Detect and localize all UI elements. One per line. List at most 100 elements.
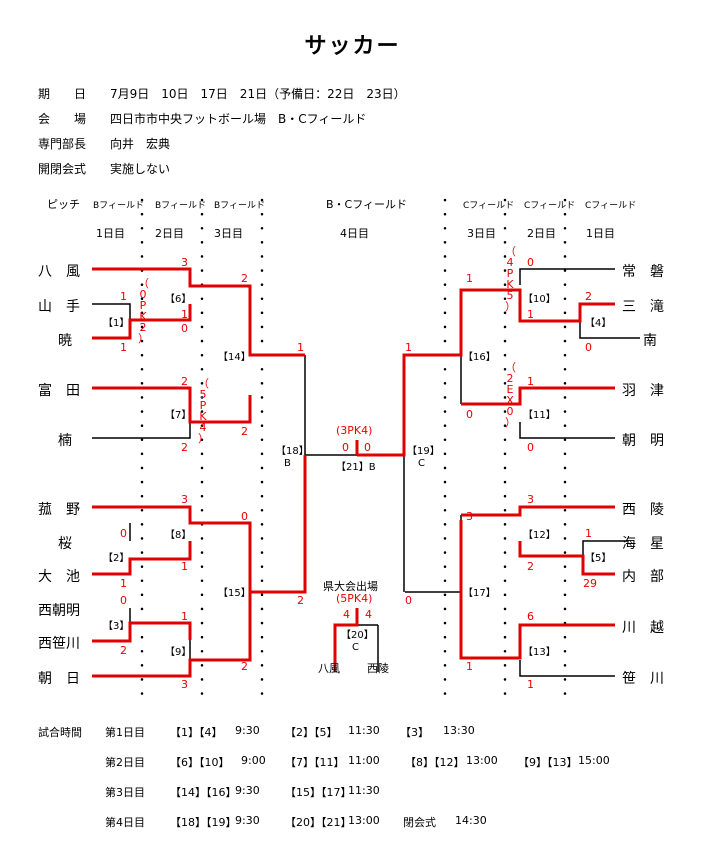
- schedule-item: 【20】【21】: [285, 816, 352, 829]
- schedule-time: 11:00: [348, 754, 380, 767]
- schedule-item: 閉会式: [403, 816, 436, 829]
- schedule-time: 9:30: [235, 814, 260, 827]
- match-7: 【7】: [165, 410, 192, 421]
- score: 2: [527, 560, 534, 573]
- team-left-2: 山 手: [38, 299, 80, 315]
- team-right-3: 南: [643, 333, 657, 349]
- score: 0: [405, 594, 412, 607]
- schedule-time: 9:30: [235, 784, 260, 797]
- team-left-6: 菰 野: [38, 502, 80, 518]
- schedule-day-1: 第1日目: [105, 726, 145, 739]
- team-right-10: 笹 川: [622, 671, 664, 687]
- match-18-pitch: B: [284, 458, 291, 469]
- score: 6: [527, 610, 534, 623]
- team-right-9: 川 越: [622, 620, 664, 636]
- date-value: 7月9日 10日 17日 21日（予備日：22日 23日）: [110, 87, 406, 101]
- schedule-time: 13:00: [466, 754, 498, 767]
- page-title: サッカー: [304, 34, 401, 59]
- score: 0: [466, 408, 473, 421]
- day3-header-right: 3日目: [467, 227, 496, 240]
- schedule-item: 【1】【4】: [170, 726, 223, 739]
- schedule-day-3: 第3日目: [105, 786, 145, 799]
- match-21: 【21】B: [336, 462, 376, 473]
- c-field-header-2: Cフィールド: [524, 201, 576, 211]
- match-12: 【12】: [523, 530, 556, 541]
- score: 1: [585, 527, 592, 540]
- match-19-pitch: C: [418, 458, 425, 469]
- team-right-5: 朝 明: [622, 433, 664, 449]
- b-field-header-3: Bフィールド: [214, 201, 265, 211]
- score: 0: [585, 341, 592, 354]
- prefect-team-left: 八風: [318, 662, 340, 675]
- match-8: 【8】: [165, 530, 192, 541]
- score: 2: [241, 272, 248, 285]
- ceremony-label: 開閉会式: [38, 162, 87, 176]
- score: 3: [466, 510, 473, 523]
- match-20: 【20】: [341, 630, 374, 641]
- bc-field-header: B・Cフィールド: [326, 198, 408, 211]
- schedule-item: 【7】【11】: [285, 756, 345, 769]
- prefect-pk: (5PK4): [336, 592, 373, 605]
- score: 1: [181, 560, 188, 573]
- team-right-1: 常 磐: [622, 264, 664, 280]
- match-18: 【18】: [276, 446, 309, 457]
- score: 3: [527, 493, 534, 506]
- schedule-item: 【15】【17】: [285, 786, 352, 799]
- schedule-item: 【6】【10】: [170, 756, 230, 769]
- schedule-day-2: 第2日目: [105, 756, 145, 769]
- day1-header-left: 1日目: [96, 227, 125, 240]
- score: 1: [466, 272, 473, 285]
- day1-header-right: 1日目: [586, 227, 615, 240]
- score: 1: [181, 610, 188, 623]
- team-right-4: 羽 津: [622, 383, 664, 399]
- score: 2: [585, 290, 592, 303]
- venue-label: 会 場: [38, 112, 87, 126]
- score: 1: [297, 341, 304, 354]
- prefect-score-right: 4: [365, 608, 372, 621]
- score: 1: [120, 577, 127, 590]
- venue-value: 四日市市中央フットボール場 B・Cフィールド: [110, 112, 367, 126]
- team-left-7: 桜: [58, 536, 72, 552]
- c-field-header-1: Cフィールド: [585, 201, 637, 211]
- match-20-pitch: C: [352, 642, 359, 653]
- score: 2: [241, 425, 248, 438]
- team-right-7: 海 星: [622, 536, 664, 552]
- score: 0: [120, 594, 127, 607]
- pitch-header: ピッチ: [47, 198, 80, 211]
- schedule-time: 13:30: [443, 724, 475, 737]
- chair-value: 向井 宏典: [110, 137, 171, 151]
- chair-label: 専門部長: [38, 137, 87, 151]
- match-19: 【19】: [407, 446, 440, 457]
- score: 2: [120, 644, 127, 657]
- schedule-time: 14:30: [455, 814, 487, 827]
- schedule-time: 9:00: [241, 754, 266, 767]
- score: 2: [181, 375, 188, 388]
- score: 1: [120, 290, 127, 303]
- match-15: 【15】: [218, 588, 251, 599]
- team-right-6: 西 陵: [622, 502, 664, 518]
- team-left-5: 楠: [58, 433, 72, 449]
- score: 2: [241, 660, 248, 673]
- schedule-item: 【3】: [400, 726, 429, 739]
- schedule-item: 【9】【13】: [518, 756, 578, 769]
- prefect-label: 県大会出場: [323, 580, 378, 593]
- ceremony-value: 実施しない: [110, 162, 171, 176]
- score: 0: [241, 510, 248, 523]
- schedule-time: 11:30: [348, 724, 380, 737]
- final-score-right: 0: [364, 441, 371, 454]
- team-left-11: 朝 日: [38, 671, 80, 687]
- score: 1: [466, 660, 473, 673]
- match-13: 【13】: [523, 647, 556, 658]
- score: 2: [181, 441, 188, 454]
- day2-header-right: 2日目: [527, 227, 556, 240]
- day4-header: 4日目: [340, 227, 369, 240]
- prefect-team-right: 西陵: [367, 662, 389, 675]
- schedule-item: 【2】【5】: [285, 726, 338, 739]
- score: 3: [181, 493, 188, 506]
- score: 0: [527, 441, 534, 454]
- score: 1: [527, 678, 534, 691]
